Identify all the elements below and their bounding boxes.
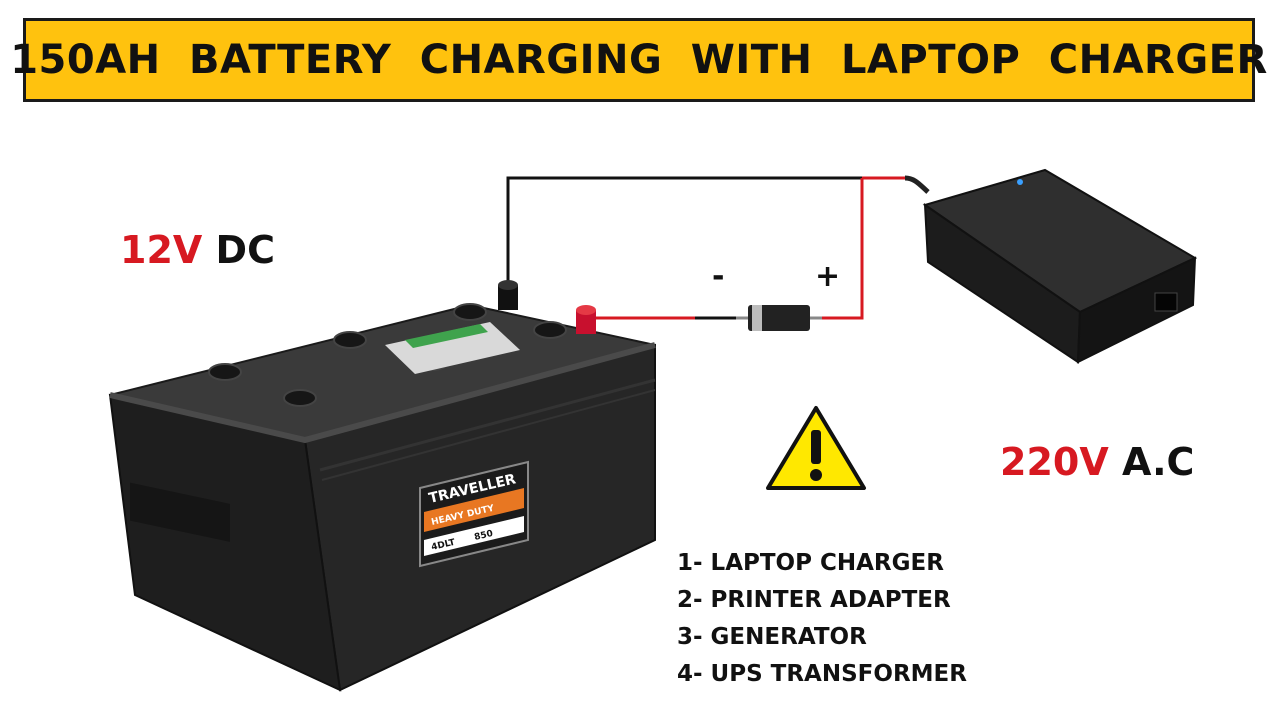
list-item: 4- UPS TRANSFORMER — [677, 661, 967, 687]
list-item: 3- GENERATOR — [677, 624, 867, 650]
list-item: 1- LAPTOP CHARGER — [677, 550, 944, 576]
charger-voltage-type: A.C — [1121, 440, 1195, 484]
charger-voltage-value: 220V — [1000, 440, 1109, 484]
diode-plus-label: + — [815, 259, 840, 294]
laptop-charger — [904, 168, 1198, 364]
negative-wire — [506, 176, 862, 292]
diode-minus-label: - — [712, 259, 724, 294]
battery-voltage-type: DC — [215, 228, 275, 272]
positive-terminal — [576, 305, 596, 334]
warning-icon — [766, 406, 866, 490]
battery-brand-label: TRAVELLER HEAVY DUTY 4DLT 850 — [419, 460, 529, 568]
battery-cca-text: 850 — [473, 529, 494, 543]
page-title: 150AH BATTERY CHARGING WITH LAPTOP CHARG… — [10, 37, 1268, 83]
battery-voltage-label: 12V DC — [120, 228, 275, 272]
diode — [736, 305, 822, 331]
charger-voltage-label: 220V A.C — [1000, 440, 1194, 484]
battery: TRAVELLER HEAVY DUTY 4DLT 850 — [108, 280, 656, 692]
list-item: 2- PRINTER ADAPTER — [677, 587, 951, 613]
positive-wire-to-diode — [810, 178, 864, 320]
battery-voltage-value: 12V — [120, 228, 203, 272]
negative-terminal — [498, 280, 518, 310]
title-banner: 150AH BATTERY CHARGING WITH LAPTOP CHARG… — [10, 18, 1267, 102]
charging-options-list: 1- LAPTOP CHARGER 2- PRINTER ADAPTER 3- … — [677, 545, 967, 693]
